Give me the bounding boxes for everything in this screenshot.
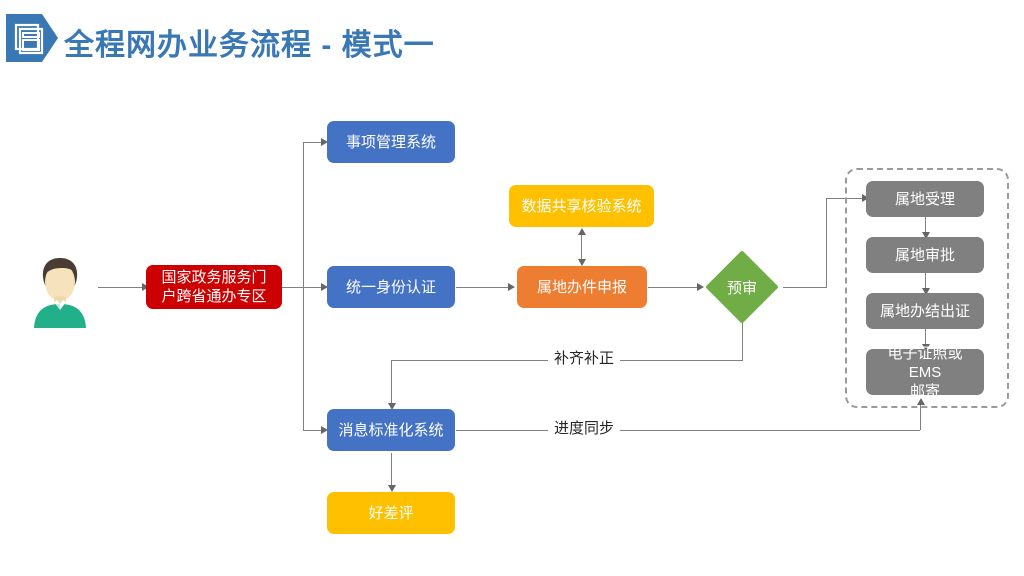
edge-localapply-to-prereview bbox=[648, 287, 700, 288]
edge-prereview-down bbox=[742, 311, 743, 360]
node-portal-line2: 户跨省通办专区 bbox=[161, 288, 267, 305]
arrowhead-local-complete bbox=[922, 288, 930, 295]
arrowhead-supplement bbox=[388, 403, 396, 410]
node-item-management-system[interactable]: 事项管理系统 bbox=[327, 121, 455, 163]
edge-bus-to-unified-auth bbox=[303, 287, 323, 288]
page-title: 全程网办业务流程 - 模式一 bbox=[64, 29, 435, 62]
local-processing-group bbox=[845, 168, 1009, 408]
edge-accept-to-approve bbox=[925, 217, 926, 235]
edge-bus-to-item-mgmt bbox=[303, 142, 323, 143]
edge-branch-bus bbox=[303, 142, 304, 430]
node-ecert-or-ems-label: 电子证照或 EMS 邮寄 bbox=[872, 344, 978, 401]
arrowhead-message-std bbox=[321, 426, 328, 434]
arrowhead-local-approve bbox=[922, 232, 930, 239]
page-header: 全程网办业务流程 - 模式一 bbox=[0, 0, 1024, 80]
node-service-rating[interactable]: 好差评 bbox=[327, 492, 455, 534]
arrowhead-localapply-down bbox=[578, 259, 586, 266]
arrowhead-ems bbox=[922, 344, 930, 351]
user-avatar-icon bbox=[24, 252, 96, 328]
arrowhead-item-mgmt bbox=[321, 138, 328, 146]
node-portal-line1: 国家政务服务门 bbox=[161, 269, 267, 286]
edge-progress-sync-up bbox=[920, 402, 921, 430]
node-data-share-verification-system[interactable]: 数据共享核验系统 bbox=[509, 185, 654, 227]
edge-prereview-right bbox=[783, 287, 827, 288]
node-ecert-or-ems[interactable]: 电子证照或 EMS 邮寄 bbox=[866, 345, 984, 400]
edge-label-progress-sync: 进度同步 bbox=[548, 420, 621, 438]
edge-portal-to-bus bbox=[281, 287, 303, 288]
edge-label-supplement: 补齐补正 bbox=[548, 350, 621, 368]
edge-supplement-down bbox=[391, 360, 392, 405]
arrowhead-progress-sync bbox=[917, 398, 925, 405]
node-portal-label: 国家政务服务门 户跨省通办专区 bbox=[161, 268, 266, 306]
edge-auth-to-local-apply bbox=[456, 287, 510, 288]
node-local-acceptance[interactable]: 属地受理 bbox=[866, 181, 984, 217]
edge-complete-to-ems bbox=[925, 329, 926, 347]
arrowhead-unified-auth bbox=[321, 283, 328, 291]
edge-actor-to-portal bbox=[98, 287, 144, 288]
node-ecert-line1: 电子证照或 EMS bbox=[887, 344, 963, 381]
node-pre-review-label: 预审 bbox=[726, 279, 757, 297]
edge-bus-to-message-std bbox=[303, 430, 323, 431]
node-unified-identity-auth[interactable]: 统一身份认证 bbox=[327, 266, 455, 308]
node-local-application[interactable]: 属地办件申报 bbox=[517, 266, 647, 308]
arrowhead-local-apply bbox=[508, 283, 515, 291]
arrowhead-prereview bbox=[697, 283, 704, 291]
node-local-completion-certificate[interactable]: 属地办结出证 bbox=[866, 293, 984, 329]
edge-messagestd-to-rating bbox=[391, 453, 392, 487]
edge-progress-sync-line bbox=[456, 430, 920, 431]
edge-datashare-localapply bbox=[581, 230, 582, 265]
arrowhead-datashare-up bbox=[578, 228, 586, 235]
node-message-standardization-system[interactable]: 消息标准化系统 bbox=[327, 409, 455, 451]
edge-approve-to-complete bbox=[925, 273, 926, 291]
edge-prereview-up bbox=[826, 198, 827, 288]
arrowhead-rating bbox=[388, 485, 396, 492]
documents-stack-icon bbox=[4, 12, 60, 64]
arrowhead-actor-to-portal bbox=[142, 283, 149, 291]
arrowhead-local-accept bbox=[862, 194, 869, 202]
node-ecert-line2: 邮寄 bbox=[909, 382, 940, 400]
node-local-approval[interactable]: 属地审批 bbox=[866, 237, 984, 273]
node-portal[interactable]: 国家政务服务门 户跨省通办专区 bbox=[146, 265, 282, 309]
